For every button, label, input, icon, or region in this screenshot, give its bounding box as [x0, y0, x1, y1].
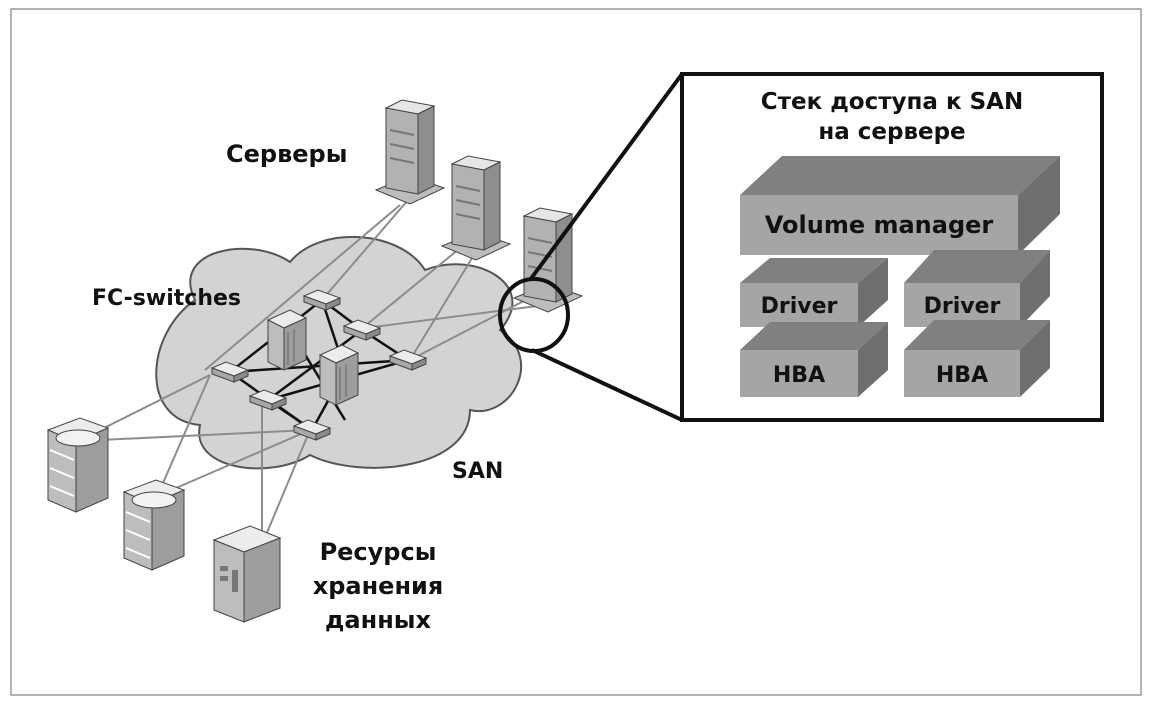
- fc-switch: [292, 419, 332, 441]
- fc-switch: [248, 389, 288, 411]
- san-links: [99, 199, 546, 536]
- fc-switch: [388, 349, 428, 371]
- fc-switch: [302, 289, 342, 311]
- hba-block-left: [740, 322, 888, 397]
- server-tower: [440, 155, 512, 261]
- server-group: [374, 99, 584, 313]
- driver-left-label: Driver: [761, 294, 838, 319]
- storage-cabinet: [212, 525, 282, 623]
- zoom-callout: [498, 72, 684, 422]
- hba-right-label: HBA: [936, 363, 988, 388]
- fc-switch-group: [210, 289, 428, 441]
- san-label: SAN: [452, 459, 503, 484]
- page-frame: [10, 8, 1142, 696]
- hba-block-right: [904, 320, 1050, 397]
- storage-disk-array-2: [122, 479, 186, 571]
- driver-block-right: [904, 250, 1050, 327]
- stack-title-line2: на сервере: [818, 119, 965, 145]
- director-switch-2: [318, 344, 360, 406]
- storage-disk-array-1: [46, 417, 110, 513]
- driver-block-left: [740, 258, 888, 327]
- server-tower: [374, 99, 446, 205]
- storage-label-line1: Ресурсы: [320, 538, 437, 566]
- director-switch-1: [266, 309, 308, 371]
- storage-label-line2: хранения: [313, 572, 444, 600]
- fc-switch: [210, 361, 250, 383]
- fc-switch: [342, 319, 382, 341]
- driver-right-label: Driver: [924, 294, 1001, 319]
- fc-switches-label: FC-switches: [92, 286, 241, 311]
- stack-title-line1: Стек доступа к SAN: [761, 89, 1023, 115]
- storage-label-line3: данных: [325, 606, 431, 634]
- volume-manager-label: Volume manager: [765, 211, 994, 239]
- hba-left-label: HBA: [773, 363, 825, 388]
- servers-label: Серверы: [226, 140, 347, 168]
- volume-manager-block: [740, 156, 1060, 255]
